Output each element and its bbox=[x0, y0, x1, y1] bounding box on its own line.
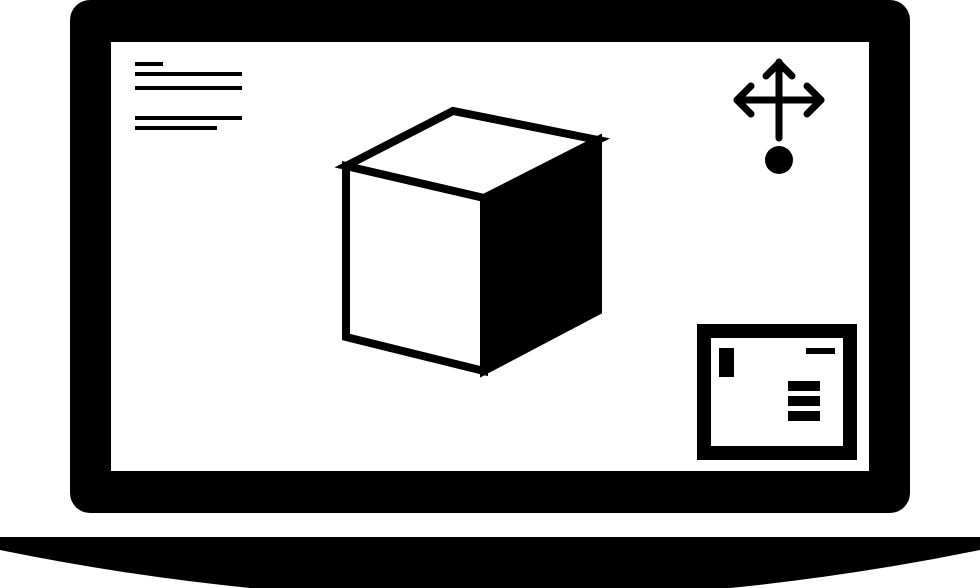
move-arrows-icon bbox=[733, 58, 825, 174]
panel-icon bbox=[697, 324, 857, 460]
pivot-dot-icon bbox=[765, 146, 793, 174]
cube-front-face bbox=[342, 160, 488, 377]
text-lines-icon bbox=[135, 62, 242, 130]
cube-icon bbox=[334, 106, 611, 378]
laptop-base bbox=[0, 537, 980, 588]
